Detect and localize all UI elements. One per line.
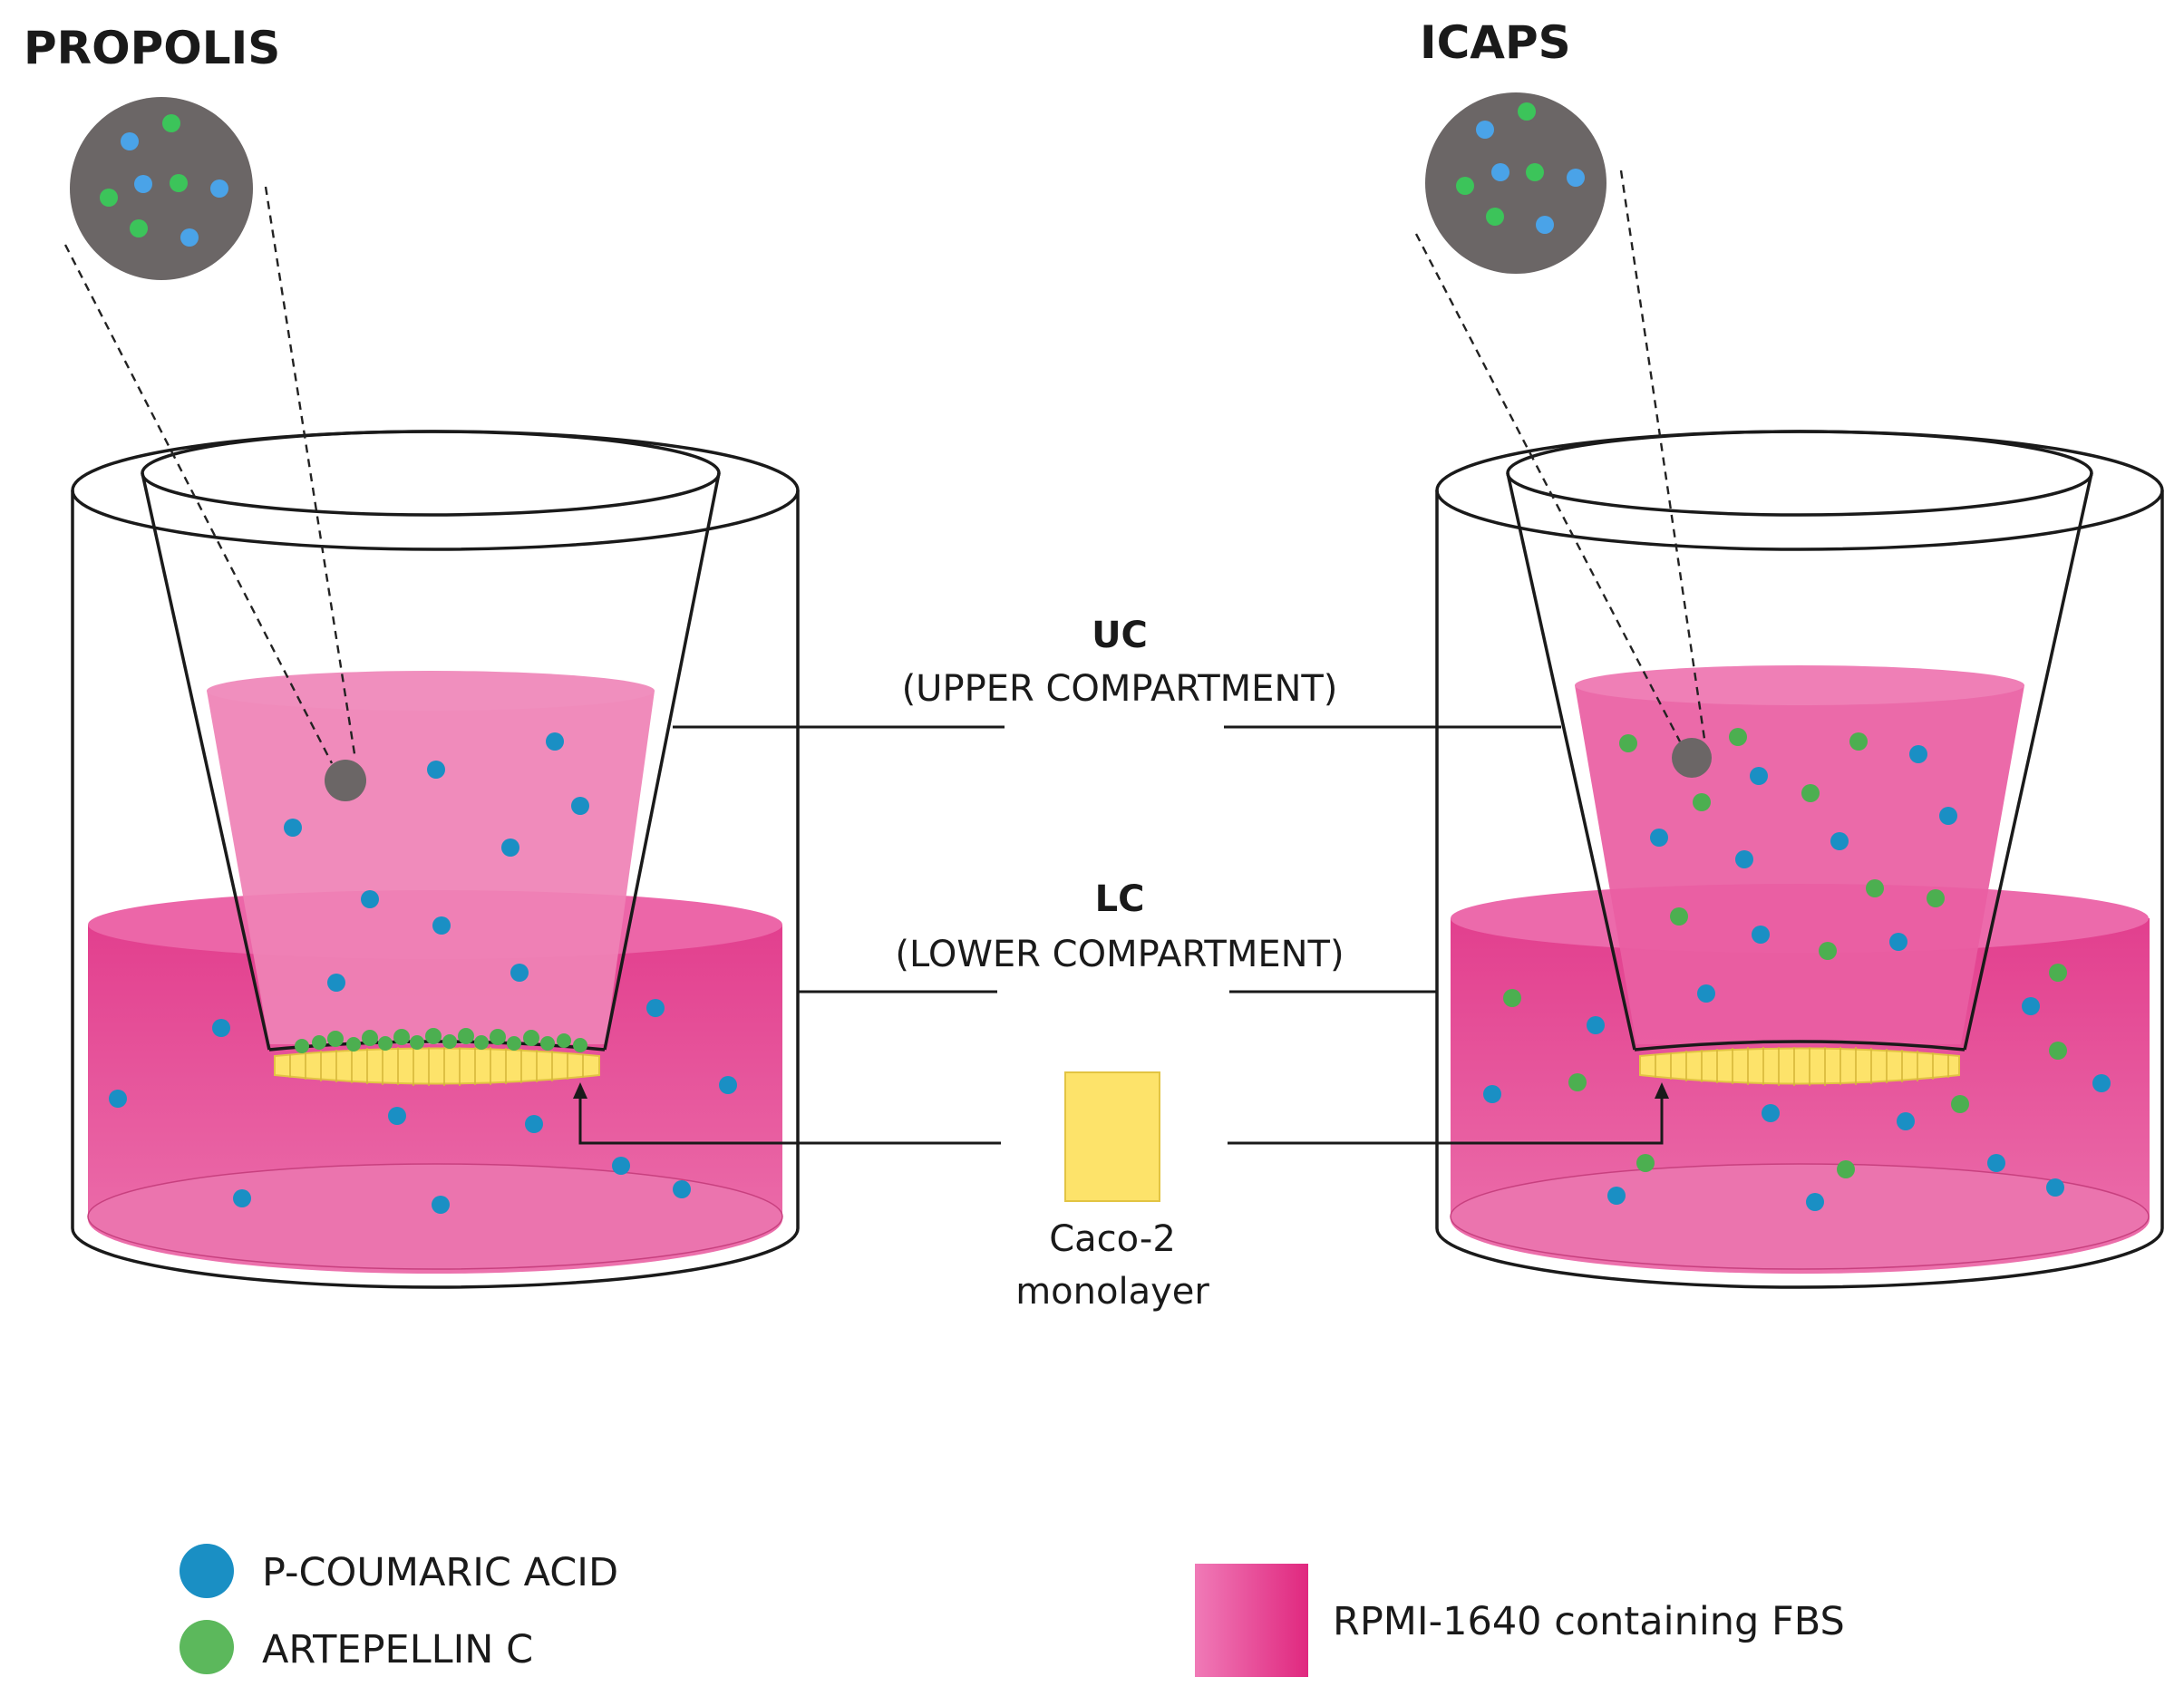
legend: P-COUMARIC ACID ARTEPELLIN C RPMI-1640 c… [180,1544,1845,1677]
monolayer-leader-right [1228,1091,1664,1145]
right-zoom-p-coumaric [1476,121,1585,234]
right-insert-wall-right [1963,472,2093,1051]
right-monolayer-cells [1655,1047,1949,1086]
right-artepellin-particles [1503,728,2067,1178]
left-zoom-circle [70,97,253,280]
legend-medium-label: RPMI-1640 containing FBS [1333,1599,1845,1644]
right-zoom-artepellin [1456,102,1544,226]
monolayer-arrowhead-right [1655,1082,1669,1099]
right-insert-wall-left [1506,472,1636,1051]
left-caco2-monolayer [274,1047,600,1085]
right-icaps-particle [1672,738,1712,778]
icaps-transwell [1414,92,2164,1289]
left-zoom-p-coumaric [121,132,228,247]
right-zoom-guide-right [1619,170,1706,740]
left-upper-medium [207,691,655,1044]
right-caco2-monolayer [1639,1047,1960,1085]
lc-abbr-label: LC [1095,878,1145,920]
left-monolayer-cells [289,1047,584,1086]
monolayer-label-line1: Caco-2 [1049,1218,1176,1260]
right-lower-medium-floor [1450,1163,2150,1270]
right-outer-base [1435,1227,2164,1289]
lc-full-label: (LOWER COMPARTMENT) [895,934,1344,975]
left-insert-wall-right [603,472,721,1051]
legend-p-coumaric-swatch [180,1544,234,1598]
left-zoom-artepellin [100,114,188,237]
right-zoom-guide-left [1414,233,1682,742]
uc-full-label: (UPPER COMPARTMENT) [902,668,1338,710]
monolayer-label-line2: monolayer [1015,1271,1209,1313]
right-p-coumaric-particles [1483,745,2111,1211]
left-propolis-particle [325,760,366,801]
legend-artepellin-label: ARTEPELLIN C [262,1627,533,1672]
right-upper-medium-surface [1575,665,2024,705]
left-insert-wall-left [141,472,271,1051]
right-upper-medium [1575,685,2024,1044]
propolis-title: PROPOLIS [24,22,280,74]
left-zoom-guide-right [264,186,357,761]
monolayer-callout [573,1071,1669,1202]
legend-medium-swatch [1195,1564,1308,1677]
legend-p-coumaric-label: P-COUMARIC ACID [262,1550,618,1595]
right-insert-base [1634,1040,1966,1052]
icaps-title: ICAPS [1420,16,1571,69]
uc-abbr-label: UC [1092,615,1148,656]
left-outer-base [71,1227,800,1289]
legend-artepellin-swatch [180,1620,234,1674]
caco2-monolayer-swatch [1064,1071,1160,1202]
left-insert-rim [141,430,721,517]
monolayer-arrowhead-left [573,1082,587,1099]
monolayer-leader-left [578,1091,1001,1145]
propolis-transwell [63,97,800,1289]
right-insert-rim [1506,430,2093,517]
left-lower-medium-floor [87,1163,783,1270]
right-zoom-circle [1425,92,1606,274]
right-outer-well-rim [1435,430,2164,551]
left-upper-medium-surface [207,671,655,711]
left-artepellin-layer [295,1028,587,1053]
left-p-coumaric-particles [109,732,737,1214]
left-zoom-guide-left [63,244,334,764]
